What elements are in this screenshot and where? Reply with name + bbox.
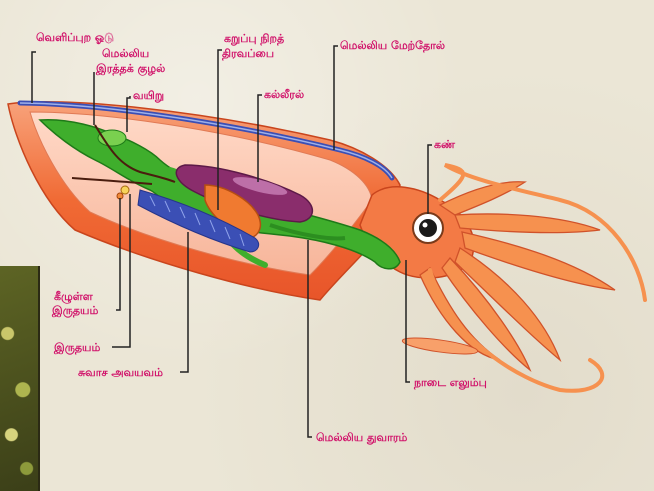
label-tentacle: நாடை எலும்பு [414,376,487,389]
label-thin-blood-vessel-line2: இரத்தக் குழல் [96,62,165,75]
label-thin-opening: மெல்லிய துவாரம் [316,431,407,444]
label-liver: கல்லீரல் [264,88,304,101]
label-ink-sac-line2: திரவப்பை [222,47,274,60]
label-thin-blood-vessel-line1: மெல்லிய [102,47,149,60]
label-respiratory-organ: சுவாச அவயவம் [78,366,163,379]
label-heart: இருதயம் [54,341,100,354]
label-lower-heart-line2: இருதயம் [52,304,98,317]
label-outer-shell: வெளிப்புற ஓடு [36,31,114,44]
eye-pupil [419,219,437,237]
label-stomach: வயிறு [133,89,164,102]
heart-organ [121,186,129,194]
label-lower-heart-line1: கீழுள்ள [54,290,93,303]
label-thin-mantle: மெல்லிய மேற்தோல் [340,39,445,52]
label-eye: கண் [434,138,455,151]
label-ink-sac-line1: கறுப்பு நிறத் [224,32,284,45]
